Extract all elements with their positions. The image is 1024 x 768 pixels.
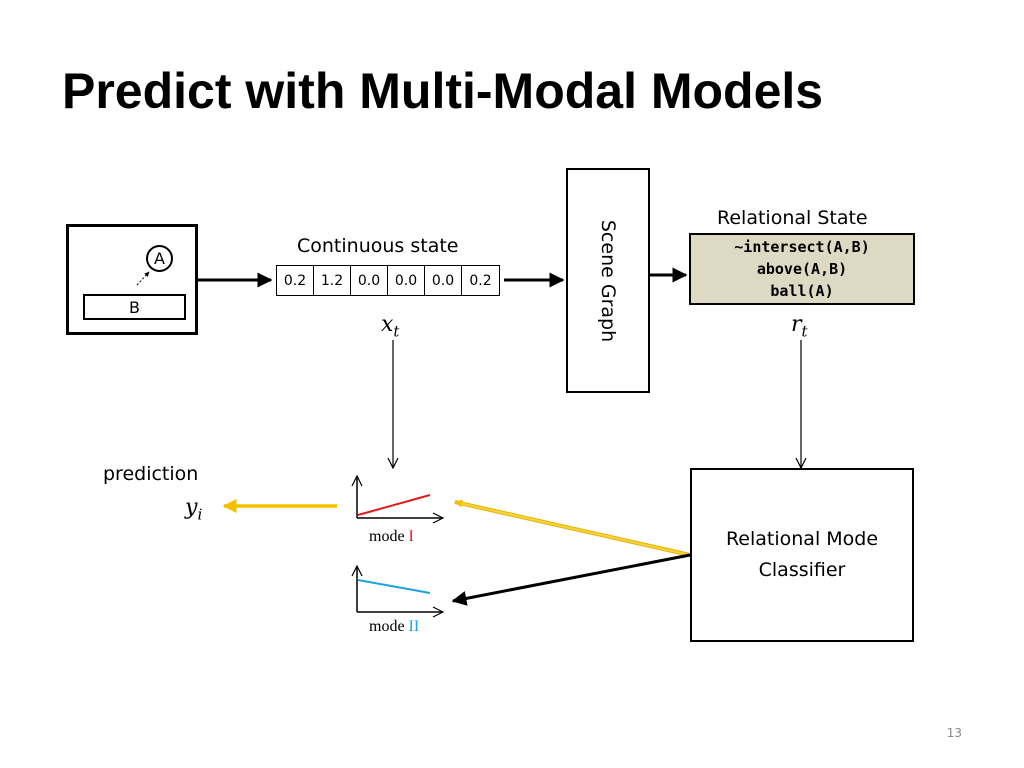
state-variable-xt: xt (381, 312, 400, 341)
scene-box (66, 224, 198, 335)
scene-graph-box: Scene Graph (566, 168, 650, 393)
state-vector-cell: 0.0 (388, 266, 425, 295)
continuous-state-label: Continuous state (297, 235, 459, 257)
state-vector-cell: 0.2 (469, 272, 492, 289)
relation-predicate: ~intersect(A,B) (734, 238, 870, 256)
relational-state-label: Relational State (717, 207, 868, 229)
state-vector-cell: 0.0 (425, 266, 462, 295)
relation-predicate: ball(A) (770, 282, 834, 300)
prediction-label: prediction (103, 463, 199, 485)
mode-1-plot-axes (357, 476, 443, 518)
relational-variable-rt: rt (791, 312, 808, 341)
state-vector-cell: 1.2 (314, 266, 351, 295)
relational-mode-classifier-box: Relational Mode Classifier (690, 468, 914, 642)
object-a-circle: A (146, 245, 173, 272)
mode-2-line (357, 579, 431, 594)
mode-1-line (357, 494, 431, 516)
mode-2-plot-axes (357, 566, 443, 612)
state-vector-cell: 0.0 (351, 266, 388, 295)
scene-graph-label: Scene Graph (597, 219, 619, 342)
mode-2-label: mode II (369, 618, 420, 635)
state-vector: 0.2 1.2 0.0 0.0 0.0 0.2 (276, 265, 500, 296)
prediction-variable-yi: yi (185, 495, 203, 524)
state-vector-cell: 0.2 (277, 266, 314, 295)
classifier-label-line: Classifier (758, 559, 846, 581)
relational-state-box: ~intersect(A,B) above(A,B) ball(A) (689, 233, 915, 305)
page-number: 13 (946, 726, 962, 740)
mode-1-label: mode I (369, 528, 414, 545)
classifier-label-line: Relational Mode (725, 528, 879, 550)
object-b-block: B (83, 294, 186, 320)
relation-predicate: above(A,B) (756, 260, 848, 278)
arrow-classifier-to-mode2 (451, 553, 691, 606)
velocity-arrow-icon (136, 271, 150, 286)
slide-title: Predict with Multi-Modal Models (62, 63, 824, 119)
